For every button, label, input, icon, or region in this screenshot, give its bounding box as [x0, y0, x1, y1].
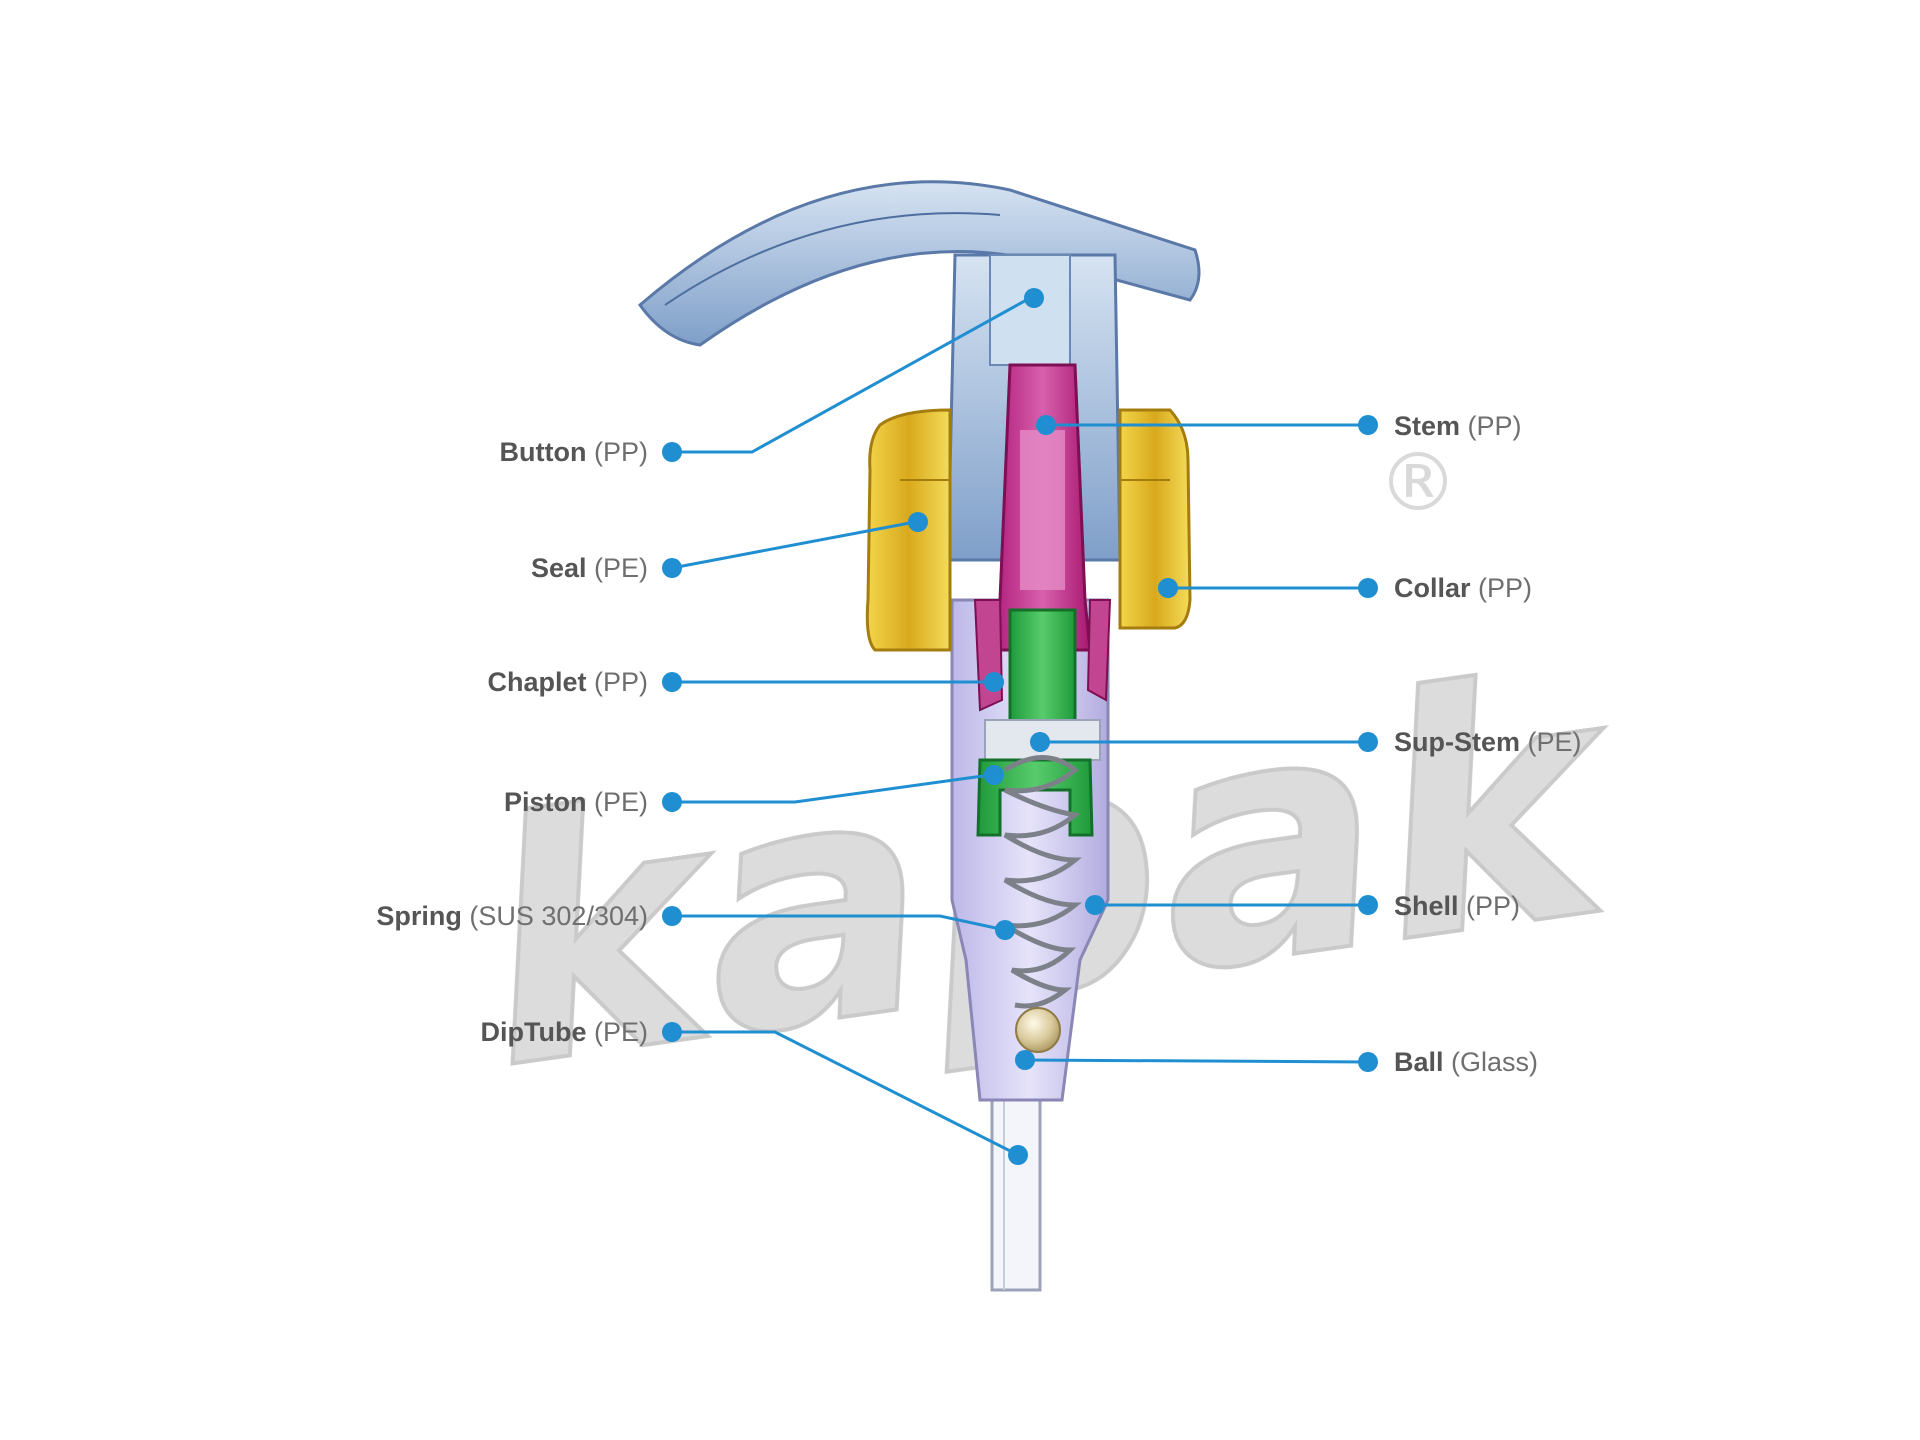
- label-stem: Stem (PP): [1394, 410, 1522, 442]
- collar-part: [865, 408, 1192, 652]
- label-collar-name: Collar: [1394, 573, 1471, 603]
- label-stem-name: Stem: [1394, 411, 1461, 441]
- label-seal-name: Seal: [530, 553, 587, 583]
- label-spring-material: (SUS 302/304): [469, 901, 648, 931]
- label-supstem: Sup-Stem (PE): [1394, 726, 1582, 758]
- label-shell: Shell (PP): [1394, 890, 1520, 922]
- label-ball-material: (Glass): [1451, 1047, 1539, 1077]
- ball-part: [1015, 1007, 1061, 1053]
- spring-part: [1003, 755, 1082, 1009]
- label-ball: Ball (Glass): [1394, 1046, 1538, 1078]
- label-piston-material: (PE): [594, 787, 648, 817]
- leader-seal: [671, 520, 916, 570]
- leader-spring: [672, 914, 1006, 932]
- leader-lines: [671, 296, 1369, 1157]
- label-ball-name: Ball: [1394, 1047, 1444, 1077]
- label-collar: Collar (PP): [1394, 572, 1532, 604]
- label-piston-name: Piston: [503, 787, 587, 817]
- stem-part: [993, 363, 1092, 652]
- label-seal-material: (PE): [594, 553, 648, 583]
- leader-button: [672, 296, 1031, 454]
- label-spring-name: Spring: [376, 901, 462, 931]
- label-shell-name: Shell: [1394, 891, 1459, 921]
- label-supstem-material: (PE): [1527, 727, 1582, 757]
- label-button-name: Button: [499, 437, 587, 467]
- leader-dots: [662, 288, 1378, 1165]
- label-chaplet-material: (PP): [594, 667, 648, 697]
- label-shell-material: (PP): [1466, 891, 1521, 921]
- label-diptube-material: (PE): [594, 1017, 648, 1047]
- label-collar-material: (PP): [1478, 573, 1533, 603]
- registered-mark-icon: ®: [1378, 436, 1458, 529]
- label-chaplet-name: Chaplet: [487, 667, 587, 697]
- leader-piston: [672, 773, 991, 804]
- label-supstem-name: Sup-Stem: [1394, 727, 1521, 757]
- leader-ball: [1024, 1058, 1369, 1064]
- label-stem-material: (PP): [1467, 411, 1522, 441]
- leader-diptube: [672, 1030, 1019, 1157]
- label-diptube-name: DipTube: [480, 1017, 587, 1047]
- label-button-material: (PP): [594, 437, 648, 467]
